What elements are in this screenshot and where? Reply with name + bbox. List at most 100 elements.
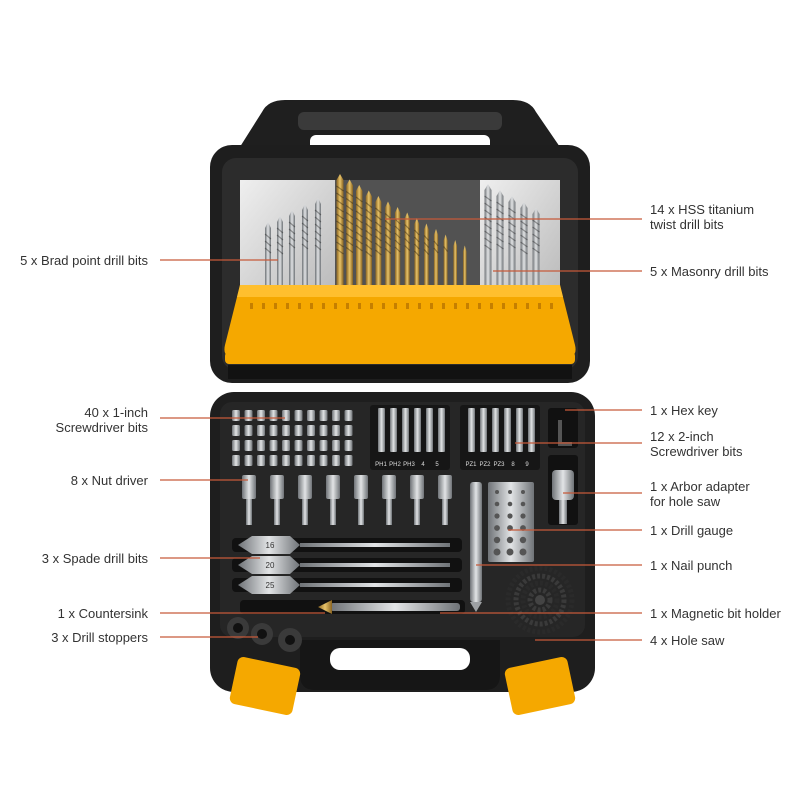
holder-slot bbox=[310, 303, 313, 309]
long-screwdriver-bit bbox=[480, 408, 487, 452]
brad-point-bit bbox=[288, 210, 296, 290]
holder-slot bbox=[550, 303, 553, 309]
small-screwdriver-bit bbox=[294, 455, 303, 466]
spade-size-label: 20 bbox=[266, 561, 275, 570]
hss-twist-bit bbox=[423, 223, 430, 292]
nut-driver bbox=[438, 475, 452, 525]
small-screwdriver-bit bbox=[319, 455, 328, 466]
holder-slot bbox=[502, 303, 505, 309]
brad-point-bit bbox=[301, 204, 309, 290]
small-screwdriver-bit bbox=[232, 440, 240, 451]
arbor-adapter bbox=[548, 455, 578, 525]
small-screwdriver-bit bbox=[332, 455, 340, 466]
bit-tip-label: 5 bbox=[435, 462, 439, 468]
gauge-hole bbox=[520, 501, 526, 507]
hss-twist-bit bbox=[355, 185, 363, 292]
bit-tip-label: 4 bbox=[421, 462, 425, 468]
nut-driver bbox=[326, 475, 340, 525]
case-handle bbox=[238, 100, 562, 151]
small-screwdriver-bit bbox=[344, 410, 353, 421]
countersink-bit bbox=[318, 600, 332, 614]
holder-slot bbox=[454, 303, 457, 309]
hss-twist-bit bbox=[336, 174, 344, 292]
label-hex-key: 1 x Hex key bbox=[650, 403, 718, 418]
long-screwdriver-bit bbox=[504, 408, 511, 452]
case-hinge bbox=[228, 365, 572, 379]
label-drill-gauge: 1 x Drill gauge bbox=[650, 523, 734, 538]
small-screwdriver-bit bbox=[332, 440, 340, 451]
bit-tip-label: 9 bbox=[525, 462, 529, 468]
holder-slot bbox=[406, 303, 409, 309]
long-screwdriver-bit bbox=[390, 408, 397, 452]
holder-slot bbox=[466, 303, 469, 309]
long-screwdriver-bit bbox=[438, 408, 445, 452]
small-screwdriver-bit bbox=[244, 410, 253, 421]
small-screwdriver-bit bbox=[257, 410, 265, 421]
small-screwdriver-bit bbox=[344, 440, 353, 451]
hss-twist-bit bbox=[413, 218, 420, 292]
small-screwdriver-bit bbox=[294, 440, 303, 451]
drill-gauge bbox=[488, 482, 534, 562]
hss-twist-bit bbox=[394, 207, 401, 292]
long-screwdriver-bit bbox=[528, 408, 535, 452]
holder-slot bbox=[490, 303, 493, 309]
hex-key bbox=[548, 408, 578, 448]
small-screwdriver-bit bbox=[269, 455, 278, 466]
holder-slot bbox=[250, 303, 253, 309]
small-screwdriver-bit bbox=[319, 410, 328, 421]
hinge-trim bbox=[225, 352, 575, 364]
nut-driver bbox=[382, 475, 396, 525]
brad-point-drill-bits bbox=[264, 198, 322, 290]
nail-punch bbox=[470, 482, 482, 612]
brad-point-bit bbox=[276, 216, 284, 290]
holder-slot bbox=[394, 303, 397, 309]
long-screwdriver-bit bbox=[402, 408, 409, 452]
small-screwdriver-bit bbox=[282, 455, 290, 466]
bit-tip-label: PZ3 bbox=[493, 462, 505, 468]
small-screwdriver-bit bbox=[294, 410, 303, 421]
hole-saw-center bbox=[535, 595, 545, 605]
small-screwdriver-bit bbox=[282, 410, 290, 421]
holder-slot bbox=[526, 303, 529, 309]
small-screwdriver-bit bbox=[344, 425, 353, 436]
label-nail-punch: 1 x Nail punch bbox=[650, 558, 733, 573]
spade-size-label: 16 bbox=[266, 541, 275, 550]
long-screwdriver-bit bbox=[414, 408, 421, 452]
masonry-bit bbox=[532, 208, 540, 290]
gauge-hole bbox=[506, 548, 514, 556]
lid-panel-right bbox=[480, 180, 560, 300]
holder-slot bbox=[262, 303, 265, 309]
label-countersink: 1 x Countersink bbox=[57, 606, 148, 621]
bit-tip-label: PZ2 bbox=[479, 462, 491, 468]
long-screwdriver-bit bbox=[378, 408, 385, 452]
small-screwdriver-bit bbox=[232, 410, 240, 421]
hole-saw-ring bbox=[513, 573, 567, 627]
small-screwdriver-bit bbox=[257, 455, 265, 466]
hole-saw-ring bbox=[520, 580, 560, 620]
long-screwdriver-bit bbox=[468, 408, 475, 452]
hss-titanium-drill-bits bbox=[336, 174, 467, 292]
masonry-bit bbox=[496, 190, 504, 290]
gauge-hole bbox=[494, 525, 500, 531]
small-screwdriver-bit bbox=[244, 440, 253, 451]
small-screwdriver-bit bbox=[282, 425, 290, 436]
small-screwdriver-bit bbox=[269, 410, 278, 421]
small-screwdriver-bit bbox=[269, 440, 278, 451]
label-nut-driver: 8 x Nut driver bbox=[70, 473, 148, 488]
holder-slot bbox=[370, 303, 373, 309]
holder-slot bbox=[514, 303, 517, 309]
latch-left bbox=[229, 656, 301, 716]
small-screwdriver-bit bbox=[294, 425, 303, 436]
magnetic-bit-holder bbox=[240, 600, 465, 614]
small-screwdriver-bit bbox=[307, 425, 315, 436]
drill-bit-holder bbox=[224, 285, 576, 358]
small-screwdriver-bit bbox=[244, 425, 253, 436]
gauge-hole bbox=[507, 513, 513, 519]
masonry-bit bbox=[520, 202, 528, 290]
small-screwdriver-bit bbox=[232, 425, 240, 436]
small-screwdriver-bit bbox=[307, 440, 315, 451]
